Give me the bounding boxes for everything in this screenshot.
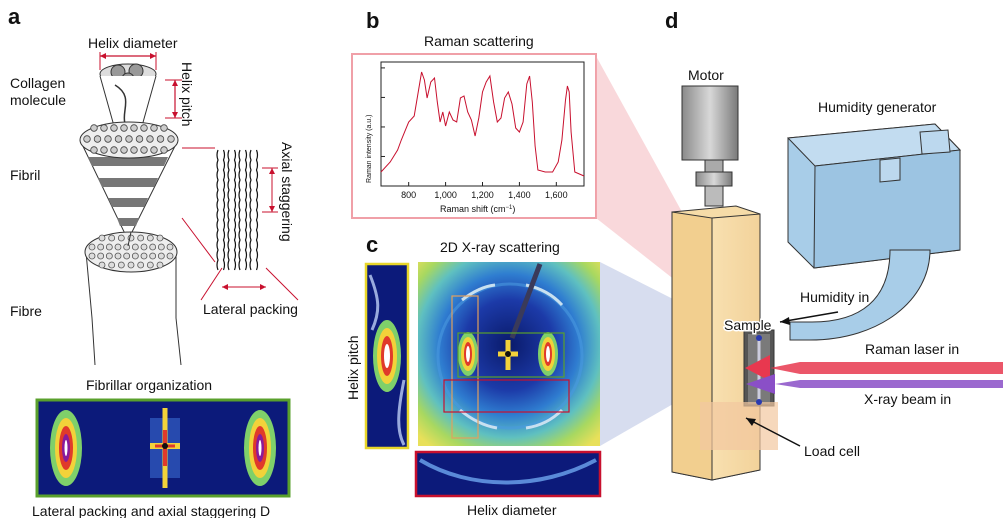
- helix-pitch-crop: [364, 262, 410, 450]
- collagen-label-2: molecule: [10, 92, 66, 108]
- raman-laser-label: Raman laser in: [865, 341, 959, 357]
- helix-diameter-crop: [414, 450, 602, 498]
- helix-pitch-label-a: Helix pitch: [179, 62, 195, 127]
- panel-a-caption: Lateral packing and axial staggering D: [32, 503, 270, 518]
- panel-c-label: c: [366, 232, 378, 257]
- raman-laser-arrowhead: [745, 355, 770, 381]
- humidity-generator-label: Humidity generator: [818, 99, 937, 115]
- fibril-label: Fibril: [10, 167, 40, 183]
- raman-plot: 800 1,000 1,200 1,400 1,600: [380, 61, 585, 200]
- axial-staggering-lines: [216, 149, 259, 271]
- raman-x-tick-label: 1,000: [434, 190, 457, 200]
- raman-x-ticks: 800 1,000 1,200 1,400 1,600: [401, 182, 568, 200]
- motor: [681, 85, 739, 207]
- raman-x-tick-label: 1,200: [471, 190, 494, 200]
- fibre-label: Fibre: [10, 303, 42, 319]
- humidity-in-arrow: [779, 311, 839, 323]
- xray-beam-label: X-ray beam in: [864, 391, 951, 407]
- raman-plot-area: [380, 61, 585, 187]
- xray-title: 2D X-ray scattering: [440, 239, 560, 255]
- fibre-cylinder: [84, 231, 182, 366]
- axial-staggering-label: Axial staggering: [279, 142, 295, 242]
- xray-2d-image: [418, 262, 600, 446]
- fibrillar-organization-label: Fibrillar organization: [86, 377, 212, 393]
- panel-a-label: a: [8, 4, 21, 29]
- raman-x-tick-label: 800: [401, 190, 416, 200]
- raman-laser-beam: [770, 362, 1003, 374]
- fibril-cone: [79, 121, 179, 242]
- xray-beam: [775, 380, 1003, 388]
- xray-beam-arrowhead: [746, 374, 775, 394]
- load-cell-arrow: [745, 417, 801, 447]
- helix-diameter-label-c: Helix diameter: [467, 502, 557, 518]
- raman-xlabel: Raman shift (cm−1): [440, 204, 515, 214]
- motor-label: Motor: [688, 67, 724, 83]
- helix-diameter-label: Helix diameter: [88, 35, 178, 51]
- raman-y-ticks: [381, 67, 385, 157]
- humidity-in-label: Humidity in: [800, 289, 869, 305]
- load-cell-label: Load cell: [804, 443, 860, 459]
- sample-label: Sample: [724, 317, 772, 333]
- tensile-frame: [671, 205, 778, 481]
- fibril-dots: [83, 124, 175, 154]
- collagen-label-1: Collagen: [10, 75, 65, 91]
- raman-ylabel: Raman intensity (a.u.): [366, 115, 373, 183]
- fibrillar-diffraction-image: [35, 398, 291, 498]
- panel-b-label: b: [366, 8, 379, 33]
- humidity-generator: [786, 123, 962, 341]
- lateral-packing-label: Lateral packing: [203, 301, 298, 317]
- panel-d-label: d: [665, 8, 678, 33]
- raman-x-tick-label: 1,400: [508, 190, 531, 200]
- raman-x-tick-label: 1,600: [545, 190, 568, 200]
- helix-pitch-label-c: Helix pitch: [345, 335, 361, 400]
- raman-spectrum-line: [380, 71, 585, 177]
- raman-title: Raman scattering: [424, 33, 534, 49]
